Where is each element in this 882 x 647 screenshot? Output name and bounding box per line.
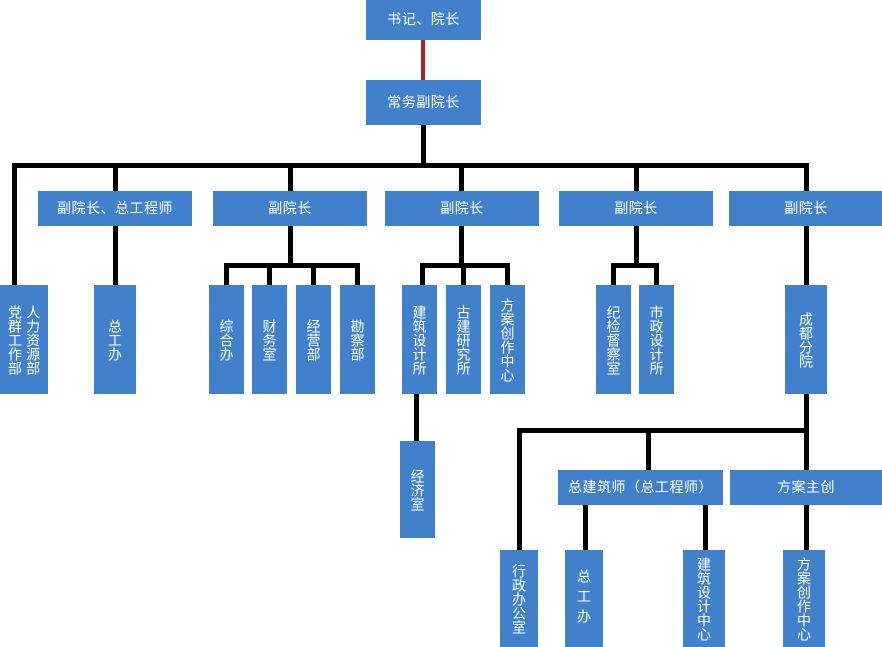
connector-drop-chief-architect [646, 428, 651, 470]
connector-drop-arch-design-institute [420, 263, 425, 285]
connector-chengdu-bus [517, 428, 809, 433]
node-vp4-label: 副院长 [614, 199, 658, 216]
node-discipline-inspection[interactable]: 纪检督察室 [596, 285, 631, 394]
node-chief-architect[interactable]: 总建筑师（总工程师） [558, 470, 723, 505]
connector-arch-design-institute-to-economics-office [414, 394, 419, 441]
node-chief-engineer-office[interactable]: 总工办 [94, 285, 136, 394]
connector-chief-architect-to-cd-chief-engineer-office [583, 505, 588, 550]
connector-drop-vp3 [459, 163, 464, 191]
connector-vp4-stem [634, 226, 639, 265]
connector-drop-municipal-design-institute [654, 263, 659, 285]
connector-drop-admin-office [517, 428, 522, 550]
node-executive-vp[interactable]: 常务副院长 [366, 80, 481, 125]
node-hr-dept-label-col1: 人力资源部 [25, 304, 42, 375]
node-cd-chief-engineer-office-label: 总工办 [576, 568, 593, 629]
node-arch-design-center-label: 建筑设计中心 [696, 556, 713, 641]
connector-main-bus [12, 163, 809, 168]
node-discipline-inspection-label: 纪检督察室 [605, 304, 622, 375]
connector-drop-vp4 [634, 163, 639, 191]
node-admin-office[interactable]: 行政办公室 [500, 550, 538, 647]
node-root[interactable]: 书记、院长 [366, 0, 481, 40]
node-cd-scheme-creation-center[interactable]: 方案创作中心 [783, 550, 825, 647]
node-economics-office[interactable]: 经济室 [400, 441, 435, 538]
node-operations-dept[interactable]: 经营部 [296, 285, 331, 394]
connector-drop-vp1 [113, 163, 118, 191]
node-municipal-design-institute-label: 市政设计所 [648, 304, 665, 375]
node-economics-office-label: 经济室 [409, 468, 426, 511]
connector-drop-vp2 [288, 163, 293, 191]
node-general-office[interactable]: 综合办 [209, 285, 244, 394]
node-chief-engineer-office-label: 总工办 [107, 318, 124, 361]
node-general-office-label: 综合办 [218, 318, 235, 361]
connector-vp1-to-chief-engineer-office [113, 226, 118, 285]
node-vp1-label: 副院长、总工程师 [57, 199, 173, 216]
connector-chief-architect-to-arch-design-center [703, 505, 708, 550]
node-scheme-creation-center[interactable]: 方案创作中心 [490, 285, 525, 394]
connector-lead-designer-to-cd-scheme-creation-center [804, 505, 809, 550]
node-lead-designer[interactable]: 方案主创 [730, 470, 882, 505]
node-vp3-label: 副院长 [440, 199, 484, 216]
node-chengdu-branch[interactable]: 成都分院 [785, 285, 827, 394]
node-chengdu-branch-label: 成都分院 [798, 311, 815, 368]
connector-drop-lead-designer [804, 428, 809, 470]
connector-vp2-stem [288, 226, 293, 265]
connector-drop-finance-office [267, 263, 272, 285]
connector-executive-vp-stem [421, 125, 426, 165]
node-admin-office-label: 行政办公室 [511, 563, 528, 634]
connector-drop-general-office [224, 263, 229, 285]
node-lead-designer-label: 方案主创 [777, 478, 835, 495]
node-chief-architect-label: 总建筑师（总工程师） [568, 478, 713, 495]
node-survey-dept[interactable]: 勘察部 [340, 285, 375, 394]
node-municipal-design-institute[interactable]: 市政设计所 [639, 285, 674, 394]
node-ancient-arch-research[interactable]: 古建研究所 [446, 285, 481, 394]
node-vp3[interactable]: 副院长 [385, 191, 539, 226]
connector-vp2-bus [224, 263, 360, 268]
node-cd-scheme-creation-center-label: 方案创作中心 [796, 556, 813, 641]
node-ancient-arch-research-label: 古建研究所 [455, 304, 472, 375]
connector-drop-vp5 [804, 163, 809, 191]
node-cd-chief-engineer-office[interactable]: 总工办 [565, 550, 603, 647]
node-arch-design-center[interactable]: 建筑设计中心 [683, 550, 725, 647]
node-vp5-label: 副院长 [784, 199, 828, 216]
node-vp2[interactable]: 副院长 [213, 191, 367, 226]
connector-vp4-bus [611, 263, 659, 268]
node-survey-dept-label: 勘察部 [349, 318, 366, 361]
node-hr-dept-columns: 人力资源部 党群工作部 [7, 305, 41, 375]
node-finance-office-label: 财务室 [261, 318, 278, 361]
node-hr-dept[interactable]: 人力资源部 党群工作部 [0, 285, 48, 394]
connector-drop-scheme-creation-center [505, 263, 510, 285]
connector-vp5-to-chengdu-branch [804, 226, 809, 285]
node-root-label: 书记、院长 [387, 11, 460, 28]
connector-drop-operations-dept [311, 263, 316, 285]
node-vp5[interactable]: 副院长 [729, 191, 882, 226]
connector-drop-discipline-inspection [611, 263, 616, 285]
node-vp2-label: 副院长 [268, 199, 312, 216]
node-hr-dept-label-col2: 党群工作部 [7, 304, 23, 375]
connector-drop-survey-dept [355, 263, 360, 285]
connector-drop-hr [12, 163, 17, 285]
node-vp4[interactable]: 副院长 [559, 191, 713, 226]
connector-root-to-executive-vp [421, 40, 425, 80]
node-vp1[interactable]: 副院长、总工程师 [38, 191, 192, 226]
node-scheme-creation-center-label: 方案创作中心 [499, 297, 516, 382]
node-finance-office[interactable]: 财务室 [252, 285, 287, 394]
node-arch-design-institute-label: 建筑设计所 [411, 304, 428, 375]
node-executive-vp-label: 常务副院长 [387, 93, 460, 110]
node-arch-design-institute[interactable]: 建筑设计所 [402, 285, 437, 394]
connector-drop-ancient-arch-research [461, 263, 466, 285]
connector-vp3-stem [459, 226, 464, 265]
node-operations-dept-label: 经营部 [305, 318, 322, 361]
connector-chengdu-branch-stem [804, 394, 809, 432]
